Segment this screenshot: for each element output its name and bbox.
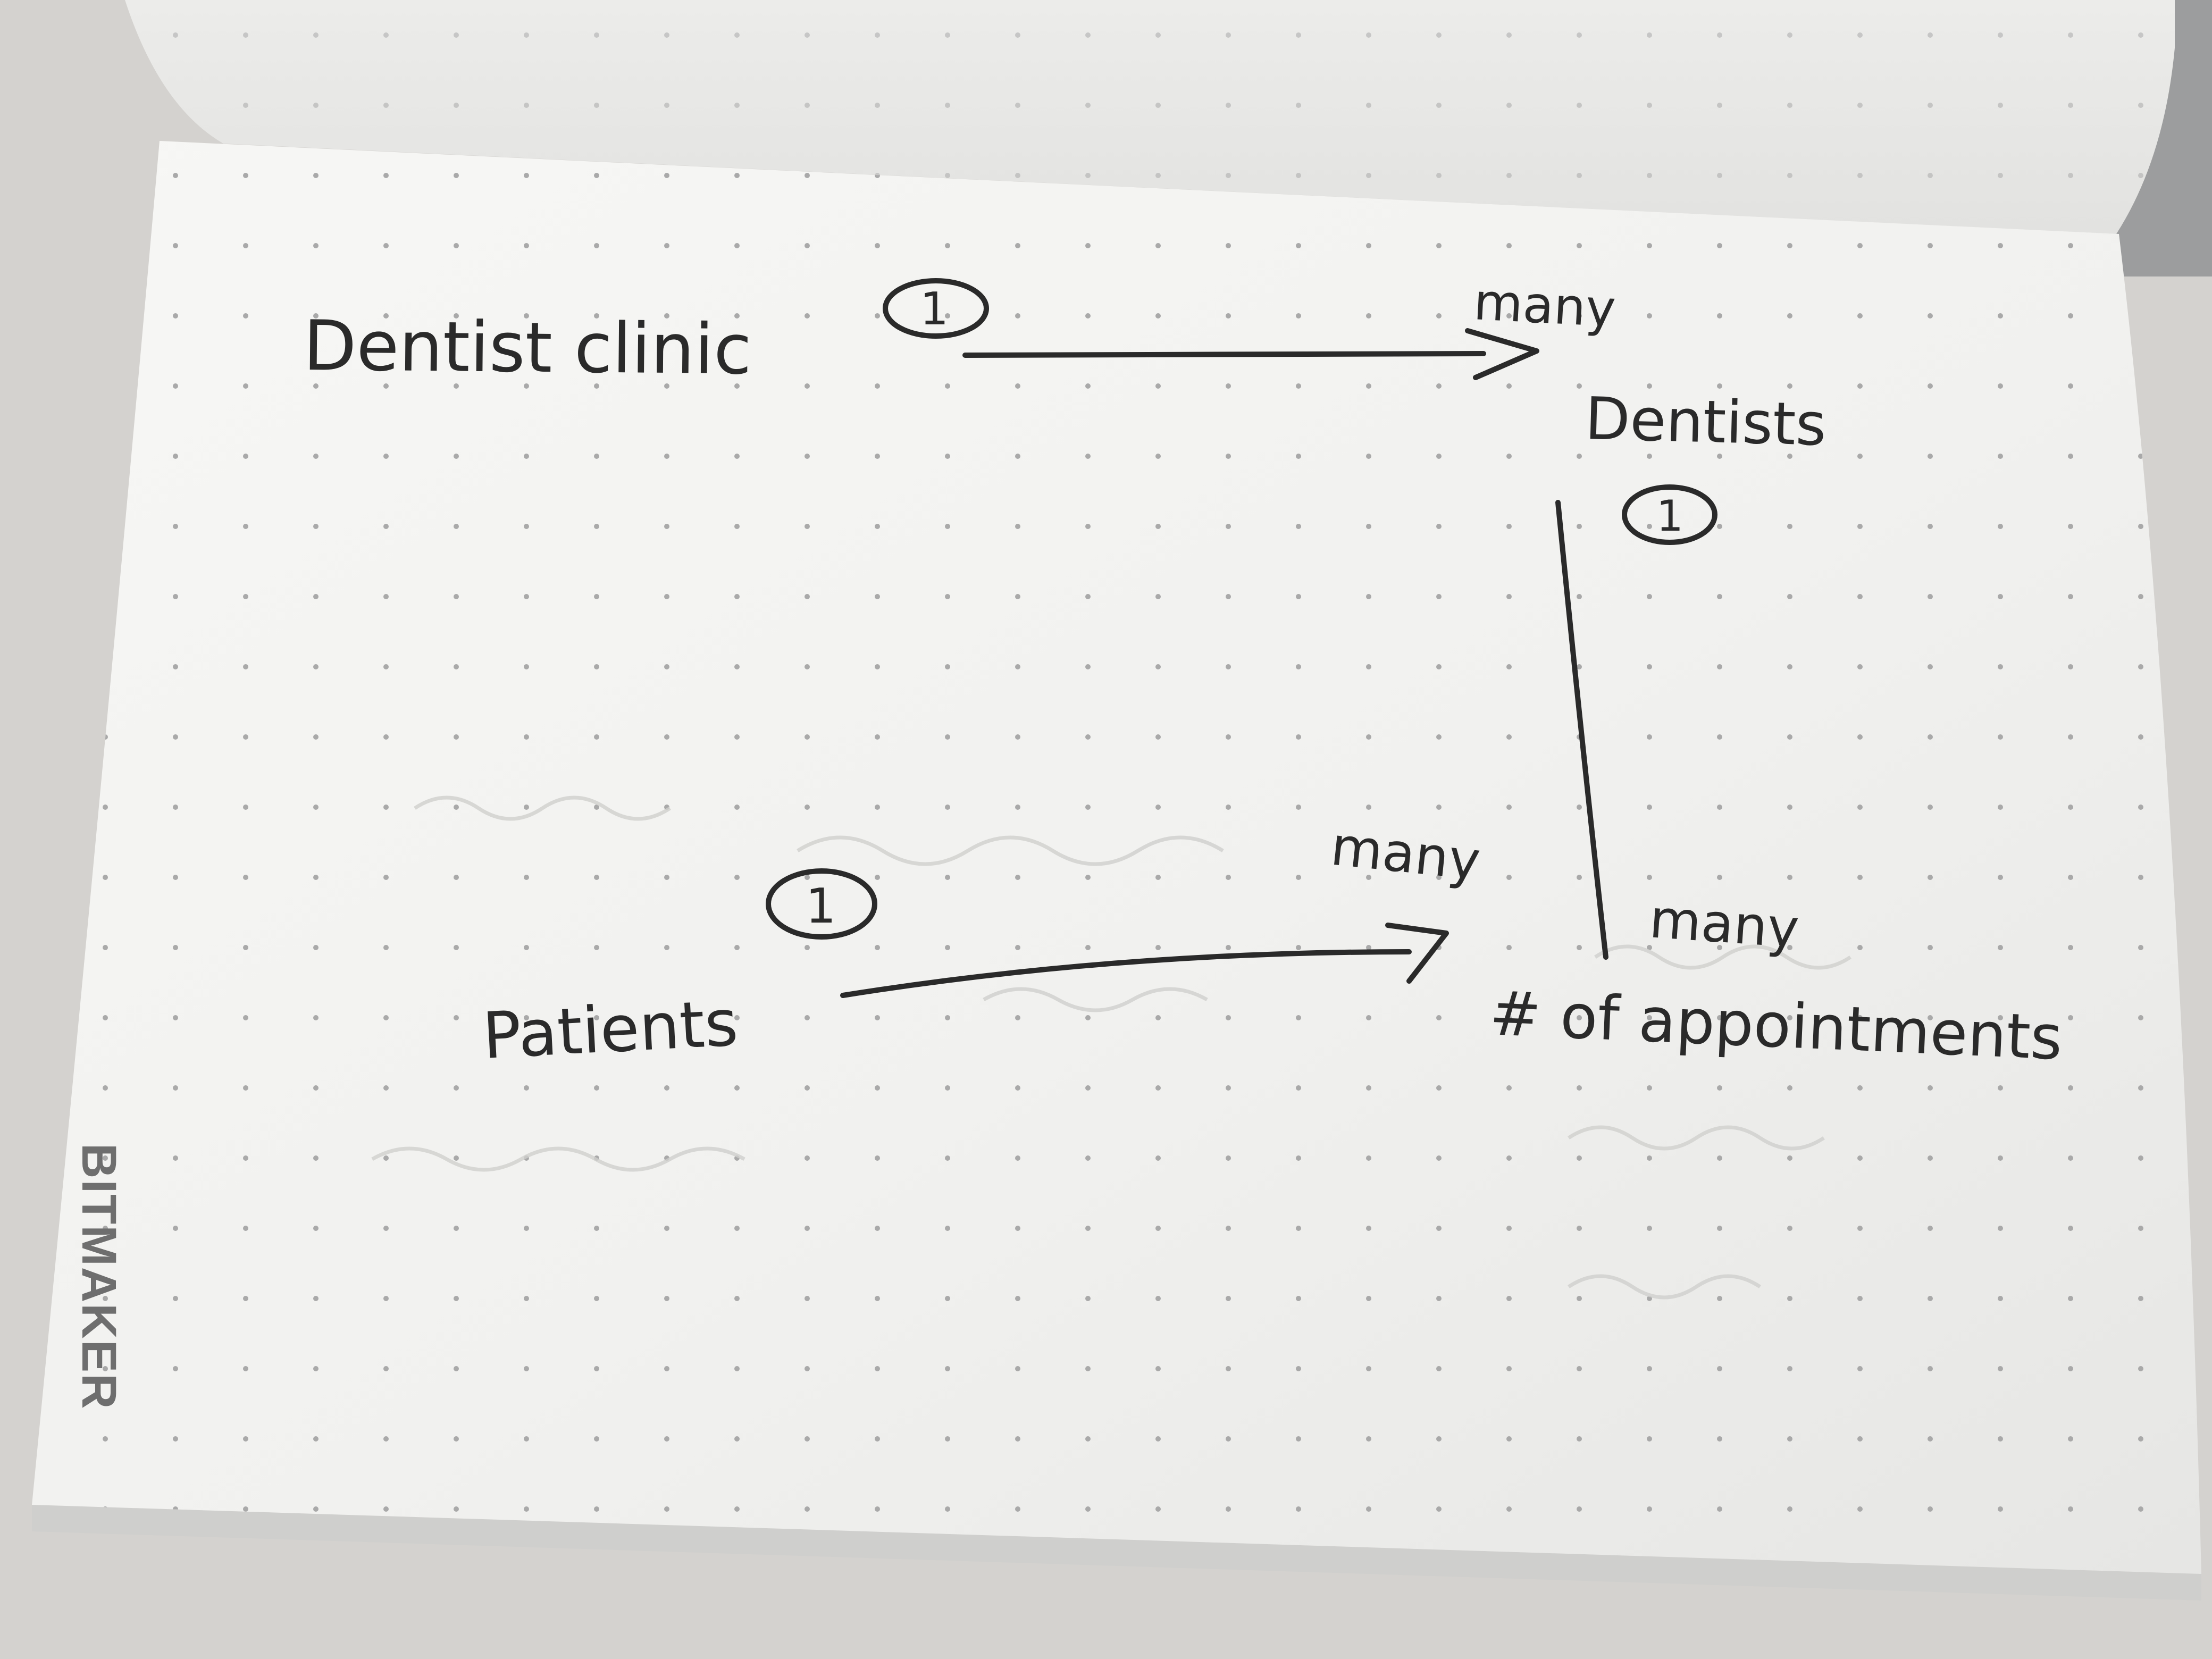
line-dentists-to-appointments <box>1555 500 1608 960</box>
brand-mark: BITMAKER <box>72 1143 126 1410</box>
page-stack-edge <box>32 1505 2201 1601</box>
arrowhead-appointments <box>1385 923 1449 984</box>
arrowhead-dentists <box>1465 328 1539 380</box>
entity-patients: Patients <box>481 986 740 1074</box>
arrow-clinic-to-dentists <box>962 351 1486 358</box>
back-page-dots <box>125 0 2175 234</box>
label-clinic-one: 1 <box>920 283 949 336</box>
circle-clinic-one <box>883 278 989 339</box>
dot-grid <box>32 141 2201 1574</box>
label-clinic-dentists-many: many <box>1472 273 1618 339</box>
entity-dentists: Dentists <box>1584 384 1827 459</box>
label-dentists-appointments-many: many <box>1647 887 1801 960</box>
circle-patients-one <box>766 868 877 940</box>
er-diagram <box>766 278 1717 998</box>
circle-dentists-one <box>1622 484 1717 545</box>
label-patients-one: 1 <box>806 878 836 934</box>
label-dentists-one: 1 <box>1656 491 1683 541</box>
arrow-patients-to-appointments <box>840 949 1412 998</box>
entity-dentist-clinic: Dentist clinic <box>303 305 752 390</box>
label-patients-appointments-many: many <box>1328 815 1483 893</box>
bleed-through-marks <box>371 795 1851 1300</box>
